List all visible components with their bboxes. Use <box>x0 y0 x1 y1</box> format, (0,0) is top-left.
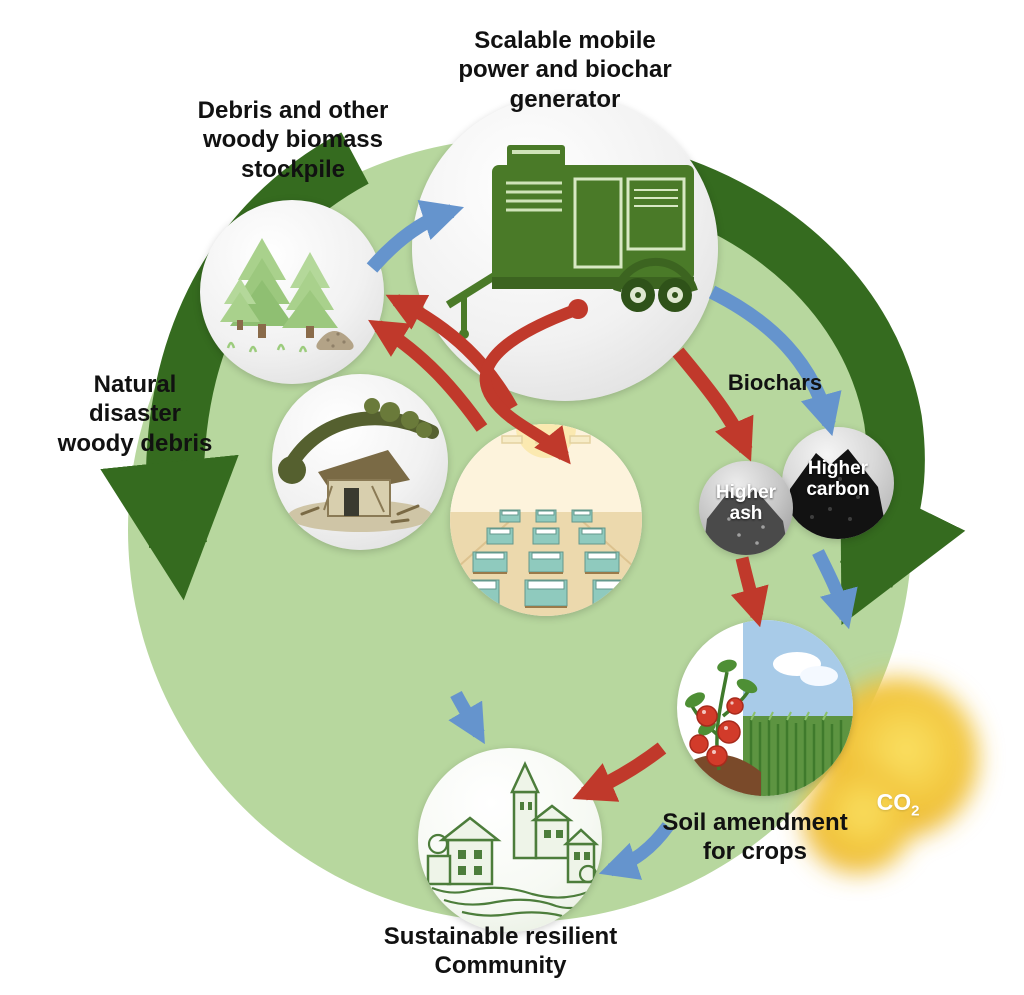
co2-label: CO2 <box>858 760 938 821</box>
arrow-carbon-to-crops <box>812 549 858 630</box>
shelter-node <box>450 424 642 616</box>
stockpile-node <box>200 200 384 384</box>
arrow-generator-to-ash <box>672 347 754 462</box>
disaster-label: Natural disaster woody debris <box>57 371 213 457</box>
generator-node <box>412 95 718 401</box>
community-node <box>418 748 602 932</box>
generator-trailer-icon <box>445 145 698 339</box>
biochar-ash-pile-icon <box>703 489 789 555</box>
damaged-house-icon <box>278 398 439 532</box>
biochars-label: Biochars <box>727 370 823 395</box>
shelter-beds-icon <box>450 424 642 616</box>
stockpile-label: Debris and other woody biomass stockpile <box>197 97 389 183</box>
higher-ash-node <box>699 461 793 555</box>
tomato-plant-and-cane-field-icon <box>677 620 853 796</box>
green-town-sketch-icon <box>426 761 600 918</box>
sugarcane-field <box>743 620 853 796</box>
arrow-ash-to-crops <box>730 556 769 628</box>
higher-ash-label: Higher ash <box>715 482 777 524</box>
disaster-node <box>272 374 448 550</box>
crops-node <box>677 620 853 796</box>
higher-carbon-label: Higher carbon <box>806 458 870 500</box>
soil-amendment-label: Soil amendment for crops <box>662 809 848 866</box>
generator-label: Scalable mobile power and biochar genera… <box>458 27 672 113</box>
arrow-crops-to-community <box>572 742 667 802</box>
arrow-into-community <box>448 690 485 745</box>
co2-text: CO <box>876 789 912 816</box>
community-label: Sustainable resilient Community <box>383 923 618 980</box>
pine-trees-stockpile-icon <box>220 238 354 353</box>
arrow-generator-to-carbon <box>708 285 842 437</box>
biochar-carbon-pile-icon <box>786 449 888 539</box>
co2-subscript: 2 <box>911 802 920 820</box>
higher-carbon-node <box>782 427 894 539</box>
